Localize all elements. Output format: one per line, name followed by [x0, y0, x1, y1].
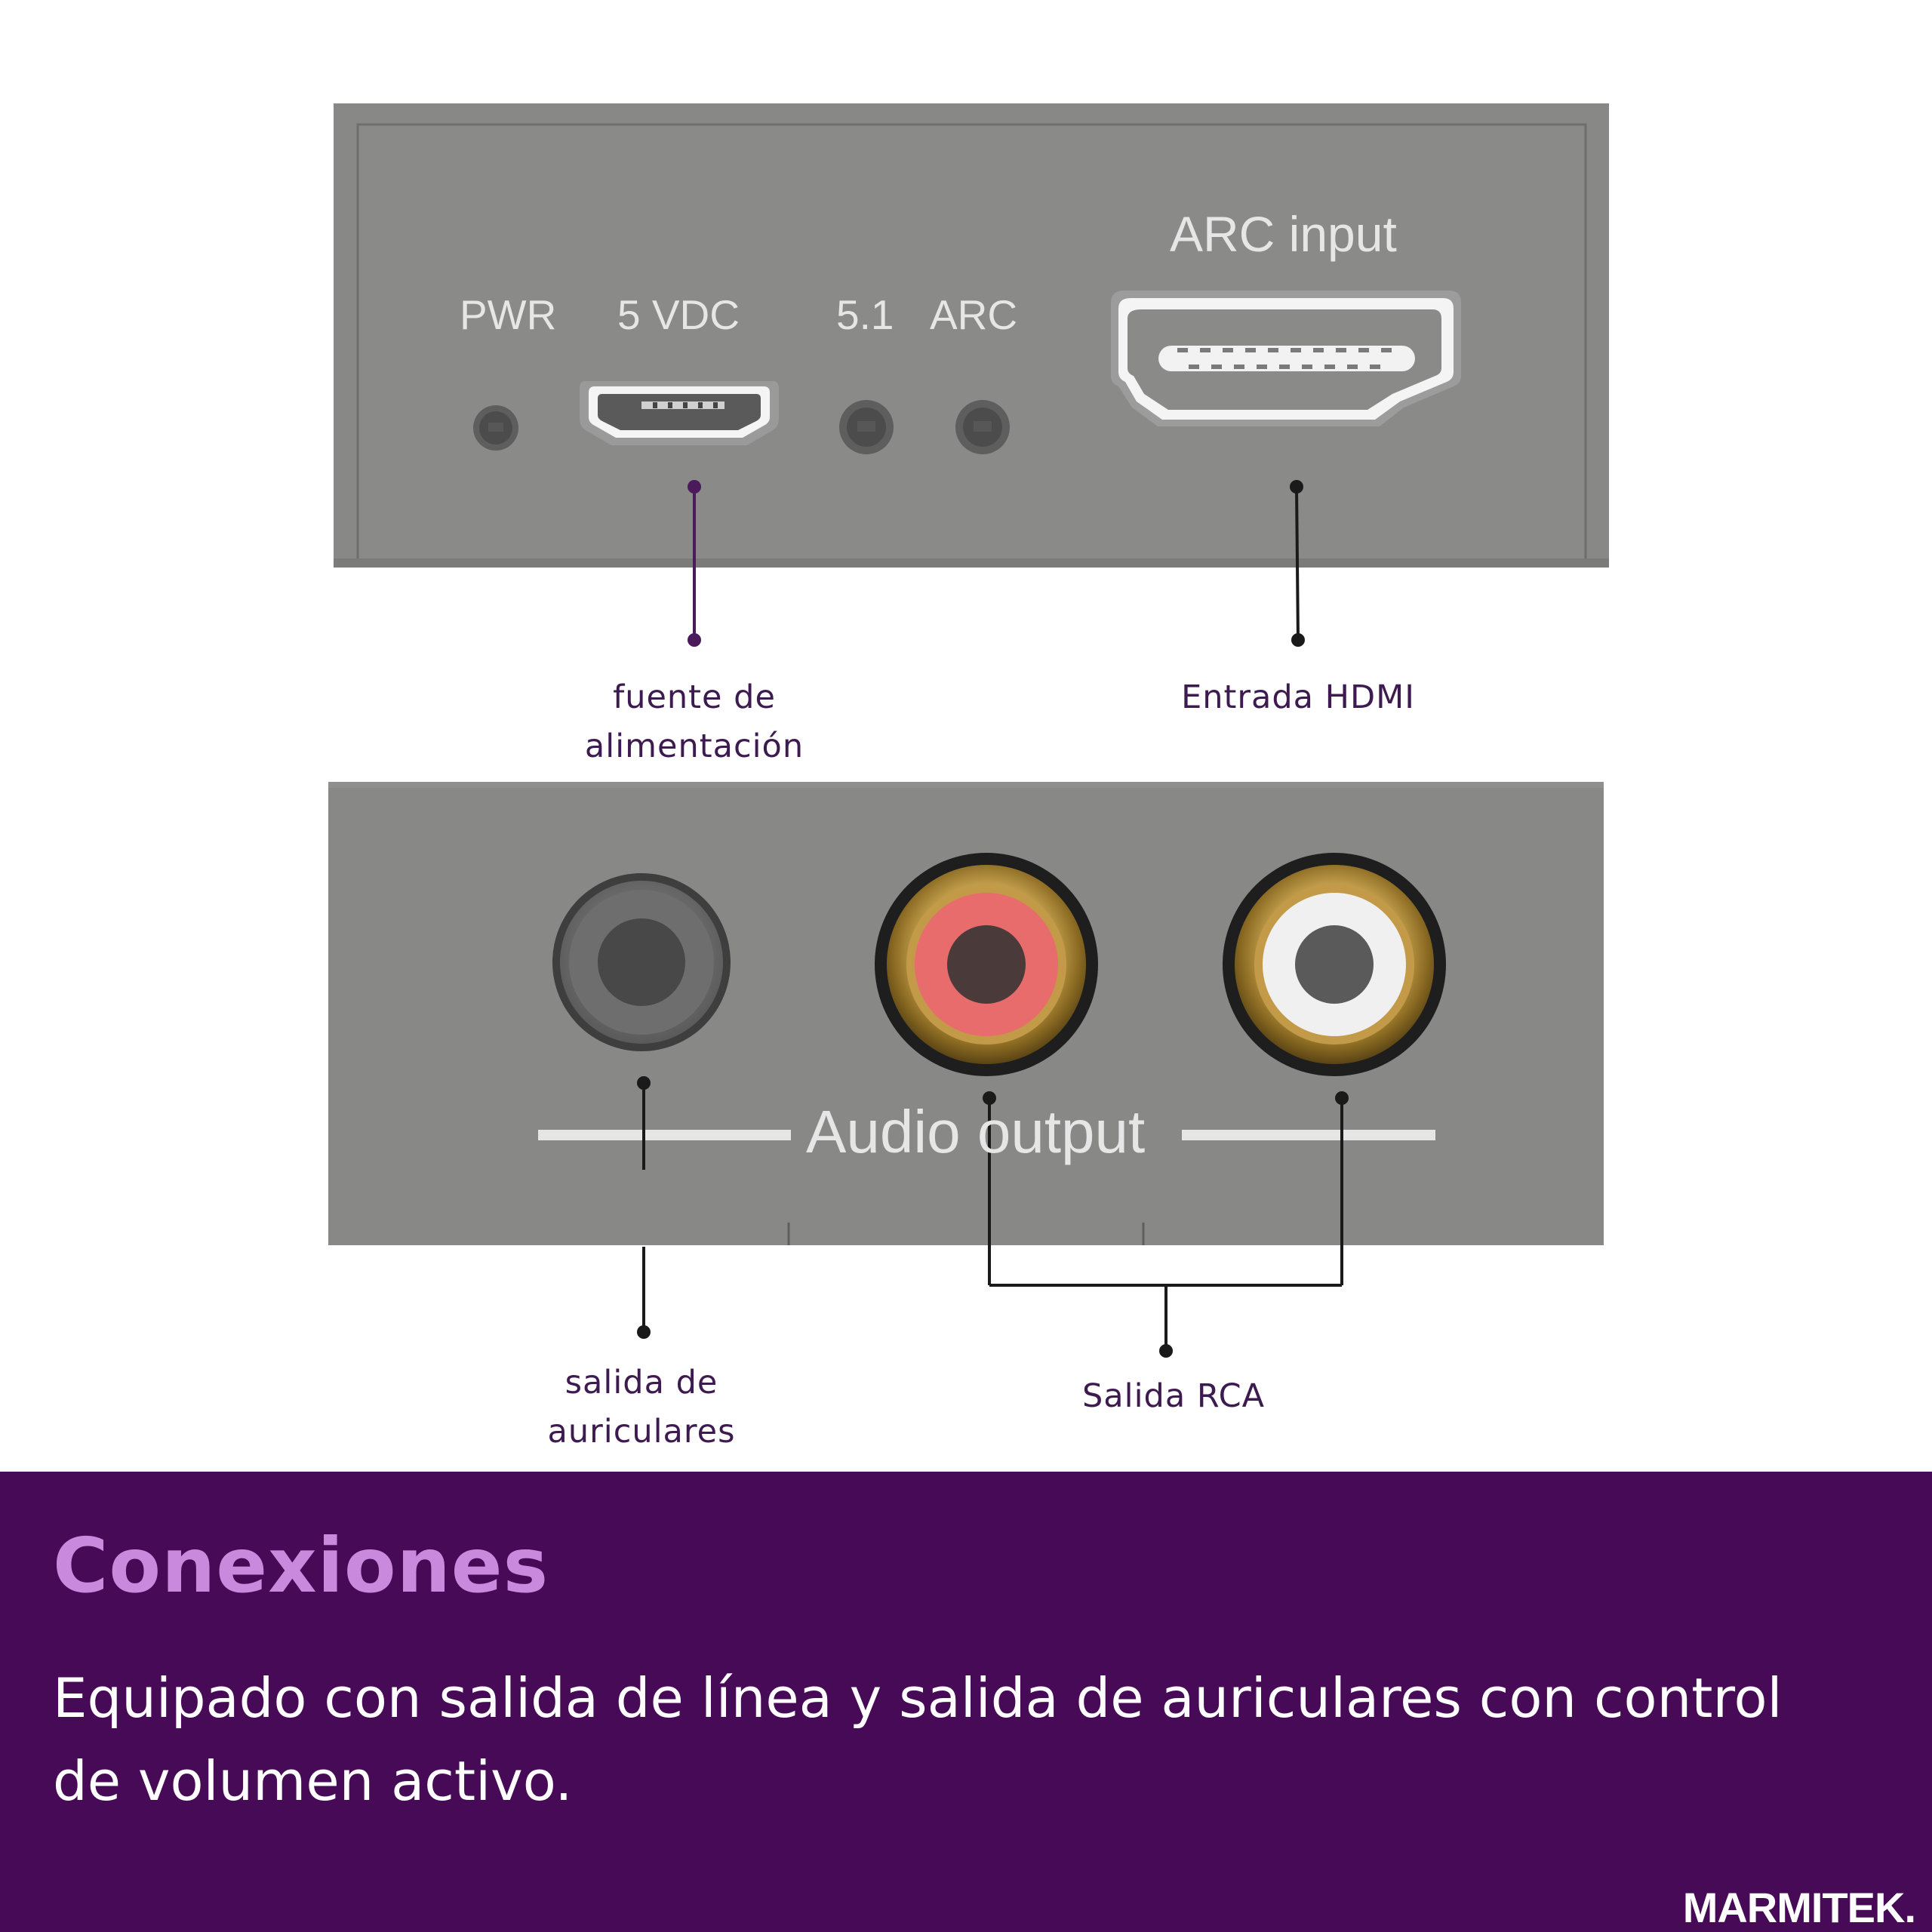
five-one-led [839, 400, 894, 454]
hdmi-port [1111, 291, 1461, 426]
description-text: Equipado con salida de línea y salida de… [53, 1666, 1783, 1813]
power-callout-caption: fuente de alimentación [584, 678, 804, 765]
brand-logo: MARMITEK. [1682, 1884, 1916, 1931]
micro-usb-port [580, 381, 779, 445]
device-drawing [328, 103, 1609, 1358]
headphone-jack [552, 873, 731, 1051]
rca-red-jack [875, 853, 1098, 1076]
five-one-label: 5.1 [836, 291, 894, 338]
headphones-callout-line [637, 1076, 651, 1339]
headphones-callout-caption: salida de auriculares [547, 1364, 736, 1451]
footer-banner [0, 1472, 1932, 1932]
rca-callout-line [983, 1091, 1349, 1358]
hdmi-callout-caption: Entrada HDMI [1181, 678, 1415, 716]
rca-white-jack [1223, 853, 1446, 1076]
audio-output-rules [538, 1130, 1435, 1140]
vdc-label: 5 VDC [617, 291, 740, 338]
pwr-label: PWR [460, 291, 557, 338]
product-illustration: PWR 5 VDC 5.1 ARC ARC input Audio output… [328, 103, 1609, 1451]
arc-led [955, 400, 1010, 454]
hdmi-callout-line [1290, 480, 1305, 647]
arc-label: ARC [930, 291, 1018, 338]
arc-input-label: ARC input [1170, 206, 1397, 262]
page-heading: Conexiones [53, 1521, 549, 1610]
pwr-led [473, 405, 518, 451]
audio-output-label: Audio output [806, 1098, 1146, 1165]
power-callout-line [688, 480, 701, 647]
rca-callout-caption: Salida RCA [1081, 1377, 1266, 1415]
